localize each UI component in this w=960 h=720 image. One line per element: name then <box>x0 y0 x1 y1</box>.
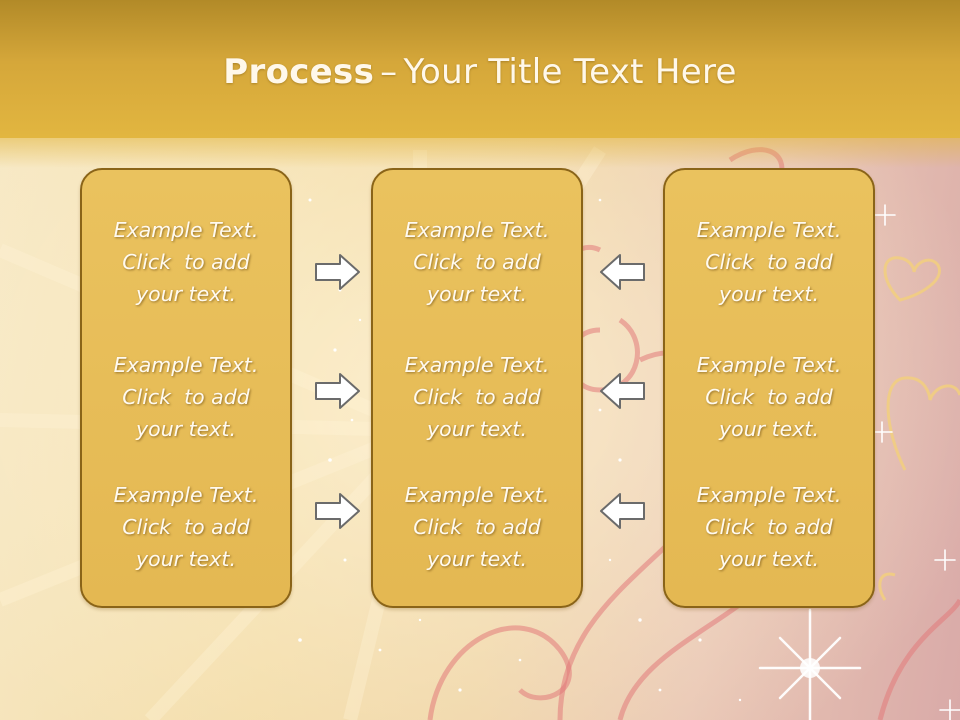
text-placeholder[interactable]: Example Text. Click to add your text. <box>665 349 873 445</box>
text-placeholder[interactable]: Example Text. Click to add your text. <box>665 214 873 310</box>
text-line: Example Text. <box>696 483 842 507</box>
text-line: your text. <box>427 282 527 306</box>
title-text: Your Title Text Here <box>403 52 737 92</box>
text-line: Click to add <box>413 385 541 409</box>
slide-title[interactable]: Process–Your Title Text Here <box>0 52 960 92</box>
text-line: Click to add <box>413 250 541 274</box>
text-line: Example Text. <box>113 483 259 507</box>
text-placeholder[interactable]: Example Text. Click to add your text. <box>82 349 290 445</box>
text-line: your text. <box>719 282 819 306</box>
text-placeholder[interactable]: Example Text. Click to add your text. <box>82 479 290 575</box>
text-line: your text. <box>719 547 819 571</box>
right-arrow-icon[interactable] <box>314 371 362 411</box>
text-line: your text. <box>427 547 527 571</box>
text-line: your text. <box>136 547 236 571</box>
text-placeholder[interactable]: Example Text. Click to add your text. <box>373 214 581 310</box>
text-line: Example Text. <box>113 218 259 242</box>
text-line: Example Text. <box>113 353 259 377</box>
left-arrow-icon[interactable] <box>598 252 646 292</box>
process-box-left[interactable]: Example Text. Click to add your text. Ex… <box>80 168 292 608</box>
text-line: your text. <box>427 417 527 441</box>
text-line: Click to add <box>413 515 541 539</box>
text-line: Example Text. <box>696 353 842 377</box>
text-placeholder[interactable]: Example Text. Click to add your text. <box>373 479 581 575</box>
text-line: Example Text. <box>404 218 550 242</box>
text-line: Click to add <box>705 385 833 409</box>
text-line: your text. <box>136 282 236 306</box>
text-line: Click to add <box>705 515 833 539</box>
text-line: Click to add <box>122 385 250 409</box>
text-placeholder[interactable]: Example Text. Click to add your text. <box>82 214 290 310</box>
left-arrow-icon[interactable] <box>598 371 646 411</box>
text-placeholder[interactable]: Example Text. Click to add your text. <box>373 349 581 445</box>
left-arrow-icon[interactable] <box>598 491 646 531</box>
process-box-right[interactable]: Example Text. Click to add your text. Ex… <box>663 168 875 608</box>
process-box-center[interactable]: Example Text. Click to add your text. Ex… <box>371 168 583 608</box>
title-bar <box>0 0 960 168</box>
right-arrow-icon[interactable] <box>314 252 362 292</box>
text-line: Example Text. <box>404 483 550 507</box>
text-line: your text. <box>719 417 819 441</box>
text-line: your text. <box>136 417 236 441</box>
right-arrow-icon[interactable] <box>314 491 362 531</box>
text-line: Example Text. <box>696 218 842 242</box>
text-line: Click to add <box>122 515 250 539</box>
text-placeholder[interactable]: Example Text. Click to add your text. <box>665 479 873 575</box>
title-separator: – <box>380 52 398 92</box>
text-line: Click to add <box>705 250 833 274</box>
title-bold-word: Process <box>223 52 375 92</box>
text-line: Click to add <box>122 250 250 274</box>
text-line: Example Text. <box>404 353 550 377</box>
